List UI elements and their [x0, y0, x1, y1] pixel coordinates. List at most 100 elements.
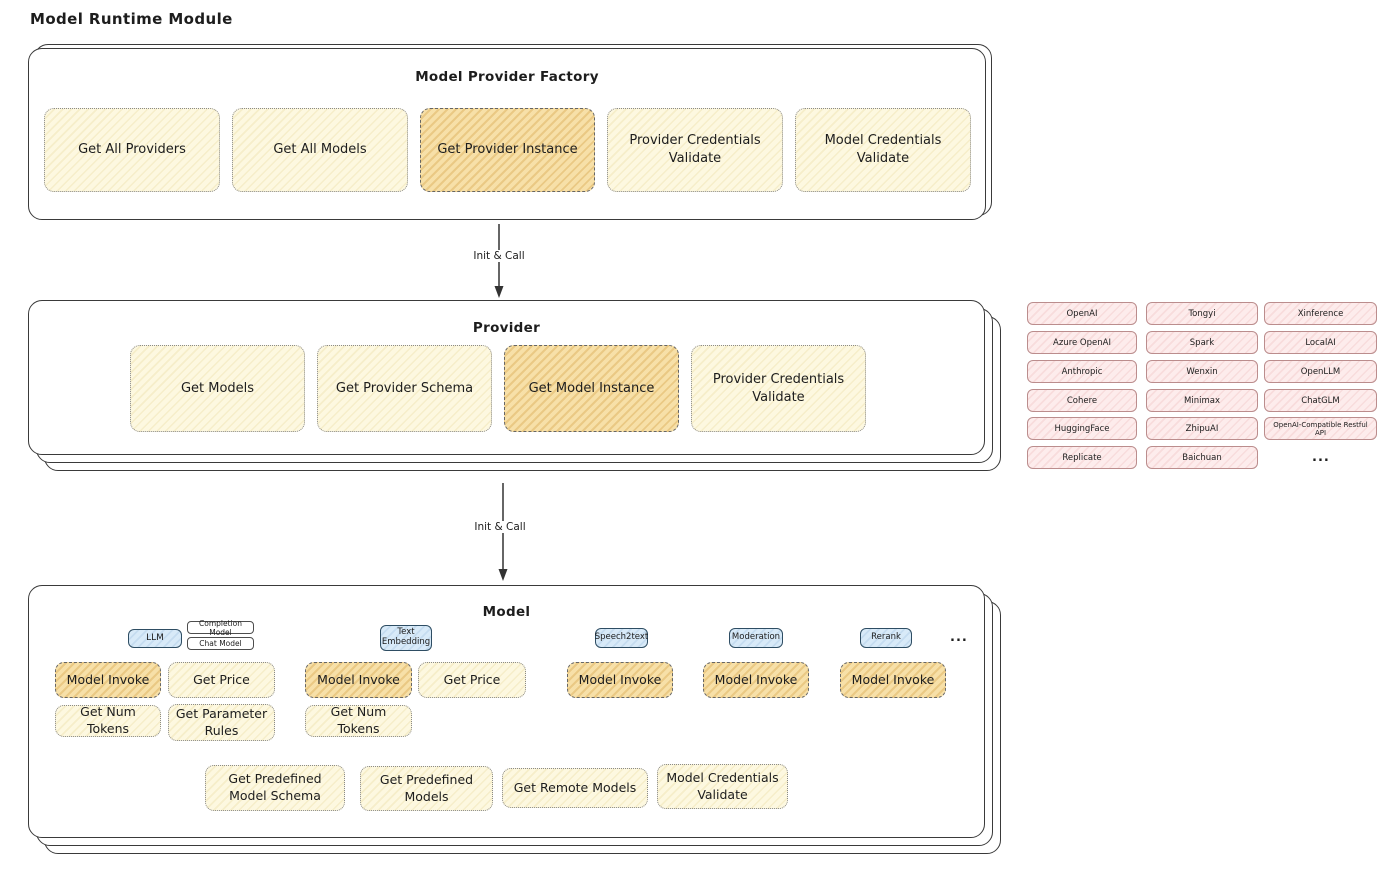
rerank-model-invoke: Model Invoke	[840, 662, 946, 698]
factory-box-label: Get Provider Instance	[437, 142, 578, 158]
provider-chip-openllm: OpenLLM	[1264, 360, 1377, 383]
provider-chip-label: Xinference	[1297, 308, 1344, 319]
llm-get-price: Get Price	[168, 662, 275, 698]
provider-box-label: Provider Credentials Validate	[712, 371, 845, 405]
provider-chip-baichuan: Baichuan	[1146, 446, 1258, 469]
provider-chip-label: OpenLLM	[1300, 366, 1341, 377]
provider-chip-zhipuai: ZhipuAI	[1146, 417, 1258, 440]
function-label: Model Invoke	[851, 671, 935, 687]
llm-get-num-tokens: Get Num Tokens	[55, 704, 161, 737]
model-title: Model	[482, 604, 531, 620]
provider-chip-label: Anthropic	[1061, 366, 1103, 377]
function-label: Get Remote Models	[513, 779, 637, 795]
provider-chip-label: Azure OpenAI	[1053, 337, 1111, 348]
provider-chip-label: Spark	[1189, 337, 1215, 348]
function-label: Model Invoke	[66, 671, 150, 687]
model-type-rerank: Rerank	[860, 628, 912, 648]
provider-box-provider-credentials-validate: Provider Credentials Validate	[691, 345, 866, 432]
text-embedding-model-invoke: Model Invoke	[305, 662, 412, 698]
get-remote-models: Get Remote Models	[502, 768, 648, 808]
provider-box-get-model-instance: Get Model Instance	[504, 345, 679, 432]
model-type-label: Text Embedding	[381, 627, 431, 647]
page-title: Model Runtime Module	[30, 10, 233, 28]
provider-chip-spark: Spark	[1146, 331, 1258, 354]
get-predefined-models: Get Predefined Models	[360, 766, 493, 811]
init-call-label-1: Init & Call	[469, 250, 529, 262]
provider-chip-localai: LocalAI	[1264, 331, 1377, 354]
speech2text-model-invoke: Model Invoke	[567, 662, 673, 698]
function-label: Get Parameter Rules	[175, 705, 268, 738]
get-predefined-model-schema: Get Predefined Model Schema	[205, 765, 345, 811]
provider-chip-wenxin: Wenxin	[1146, 360, 1258, 383]
provider-box-get-models: Get Models	[130, 345, 305, 432]
llm-get-parameter-rules: Get Parameter Rules	[168, 704, 275, 741]
model-type-llm: LLM	[128, 629, 182, 648]
model-type-text-embedding: Text Embedding	[380, 625, 432, 651]
text-embedding-get-num-tokens: Get Num Tokens	[305, 704, 412, 737]
provider-chip-openai-compatible: OpenAI-Compatible Restful API	[1264, 417, 1377, 440]
model-type-moderation: Moderation	[729, 628, 783, 648]
provider-title: Provider	[472, 320, 541, 336]
function-label: Model Invoke	[714, 671, 798, 687]
init-call-label-2: Init & Call	[470, 521, 530, 533]
provider-chip-label: OpenAI	[1066, 308, 1098, 319]
provider-chip-label: ZhipuAI	[1185, 423, 1219, 434]
model-type-speech2text: Speech2text	[595, 628, 648, 648]
provider-box-label: Get Provider Schema	[335, 380, 474, 396]
provider-chip-minimax: Minimax	[1146, 389, 1258, 412]
provider-box-label: Get Models	[180, 380, 255, 396]
provider-chip-label: Cohere	[1066, 395, 1098, 406]
provider-list-ellipsis: ...	[1312, 450, 1330, 465]
function-label: Get Num Tokens	[330, 704, 387, 736]
factory-box-label: Get All Models	[273, 142, 367, 158]
model-type-completion-model: Completion Model	[187, 619, 254, 637]
function-label: Get Num Tokens	[80, 704, 136, 736]
model-types-ellipsis: ...	[950, 630, 968, 645]
provider-chip-label: ChatGLM	[1301, 395, 1340, 406]
model-type-label: Moderation	[731, 632, 781, 643]
factory-box-provider-credentials-validate: Provider Credentials Validate	[607, 108, 783, 192]
provider-chip-anthropic: Anthropic	[1027, 360, 1137, 383]
llm-model-invoke: Model Invoke	[55, 662, 161, 698]
model-type-label: Rerank	[871, 632, 901, 643]
moderation-model-invoke: Model Invoke	[703, 662, 809, 698]
provider-box-label: Get Model Instance	[528, 380, 655, 396]
function-label: Model Credentials Validate	[666, 769, 779, 802]
provider-chip-xinference: Xinference	[1264, 302, 1377, 325]
factory-box-get-all-models: Get All Models	[232, 108, 408, 192]
factory-title: Model Provider Factory	[415, 69, 599, 85]
factory-box-model-credentials-validate: Model Credentials Validate	[795, 108, 971, 192]
provider-chip-label: Replicate	[1062, 452, 1102, 463]
provider-chip-cohere: Cohere	[1027, 389, 1137, 412]
provider-chip-label: Tongyi	[1188, 308, 1216, 319]
model-type-chat-model: Chat Model	[187, 637, 254, 650]
provider-chip-label: Baichuan	[1182, 452, 1222, 463]
factory-box-get-provider-instance: Get Provider Instance	[420, 108, 595, 192]
provider-chip-azure-openai: Azure OpenAI	[1027, 331, 1137, 354]
factory-box-label: Get All Providers	[78, 142, 186, 158]
text-embedding-get-price: Get Price	[418, 662, 526, 698]
provider-chip-label: Wenxin	[1186, 366, 1218, 377]
function-label: Model Invoke	[317, 671, 400, 687]
function-label: Get Predefined Model Schema	[228, 771, 322, 803]
provider-chip-label: LocalAI	[1305, 337, 1336, 348]
model-type-label: Speech2text	[594, 632, 649, 643]
factory-box-get-all-providers: Get All Providers	[44, 108, 220, 192]
factory-box-label: Provider Credentials Validate	[629, 133, 761, 166]
model-type-label: LLM	[146, 633, 164, 644]
provider-chip-chatglm: ChatGLM	[1264, 389, 1377, 412]
function-label: Model Invoke	[578, 671, 662, 687]
provider-chip-label: OpenAI-Compatible Restful API	[1273, 420, 1368, 437]
provider-chip-tongyi: Tongyi	[1146, 302, 1258, 325]
function-label: Get Price	[443, 671, 501, 687]
function-label: Get Predefined Models	[379, 771, 474, 804]
model-credentials-validate: Model Credentials Validate	[657, 764, 788, 809]
provider-chip-huggingface: HuggingFace	[1027, 417, 1137, 440]
provider-chip-label: Minimax	[1184, 395, 1220, 406]
provider-chip-label: HuggingFace	[1054, 423, 1110, 434]
provider-box-get-provider-schema: Get Provider Schema	[317, 345, 492, 432]
provider-chip-openai: OpenAI	[1027, 302, 1137, 325]
function-label: Get Price	[193, 671, 250, 687]
factory-box-label: Model Credentials Validate	[824, 133, 942, 166]
